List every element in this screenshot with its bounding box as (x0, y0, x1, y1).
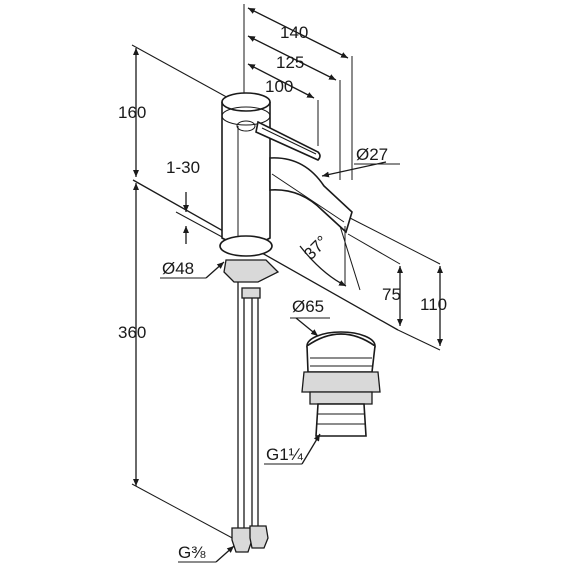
dim-label-125: 125 (276, 53, 304, 72)
spout-proj-110 (349, 217, 441, 265)
lever-axis (261, 127, 317, 155)
faucet-top-cap (221, 92, 271, 112)
dim-line-100 (247, 63, 315, 99)
base-flange (219, 235, 273, 257)
dim-label-100: 100 (265, 77, 293, 96)
dim-line-125 (247, 35, 337, 81)
faucet-top-ring (221, 106, 271, 126)
hose-fitting-left (231, 527, 253, 553)
dim-label-75: 75 (382, 285, 401, 304)
waste-nut (309, 391, 373, 405)
dim-label-1-30: 1-30 (166, 158, 200, 177)
ext-line-top-160 (131, 44, 233, 101)
dim-label-waste-thread: G1¼ (266, 445, 304, 464)
dim-label-hose-thread: G⅜ (178, 543, 206, 562)
fixing-bracket (223, 259, 280, 283)
ext-line-1-30 (175, 211, 225, 239)
dim-label-body-dia: Ø48 (162, 259, 194, 278)
countertop-extension (397, 329, 441, 351)
waste-collar (301, 371, 381, 393)
waste-body (306, 345, 376, 373)
fixing-nut (241, 287, 261, 299)
dim-label-110: 110 (420, 295, 447, 314)
spout-proj-75 (347, 233, 401, 265)
dim-label-360: 360 (118, 323, 146, 342)
dim-label-140: 140 (280, 23, 308, 42)
dim-label-spout-dia: Ø27 (356, 145, 388, 164)
leader-hose-thread (215, 545, 235, 563)
leader-waste-dia (295, 317, 319, 337)
spout-angle-ref (339, 225, 361, 291)
countertop-line (132, 179, 399, 331)
leader-body-dia (205, 261, 225, 279)
angle-arc (299, 245, 347, 287)
handle-pivot (236, 120, 256, 132)
hose-fitting-right (249, 525, 269, 549)
ext-line-bottom-360 (131, 483, 237, 541)
waste-cap-dome (306, 333, 376, 347)
dim-label-160: 160 (118, 103, 146, 122)
leader-waste-thread (301, 433, 321, 465)
faucet-body (221, 102, 271, 246)
dim-label-waste-dia: Ø65 (292, 297, 324, 316)
waste-thread (315, 403, 367, 437)
spout-center (271, 173, 345, 223)
dim-label-angle: 37° (300, 232, 332, 264)
